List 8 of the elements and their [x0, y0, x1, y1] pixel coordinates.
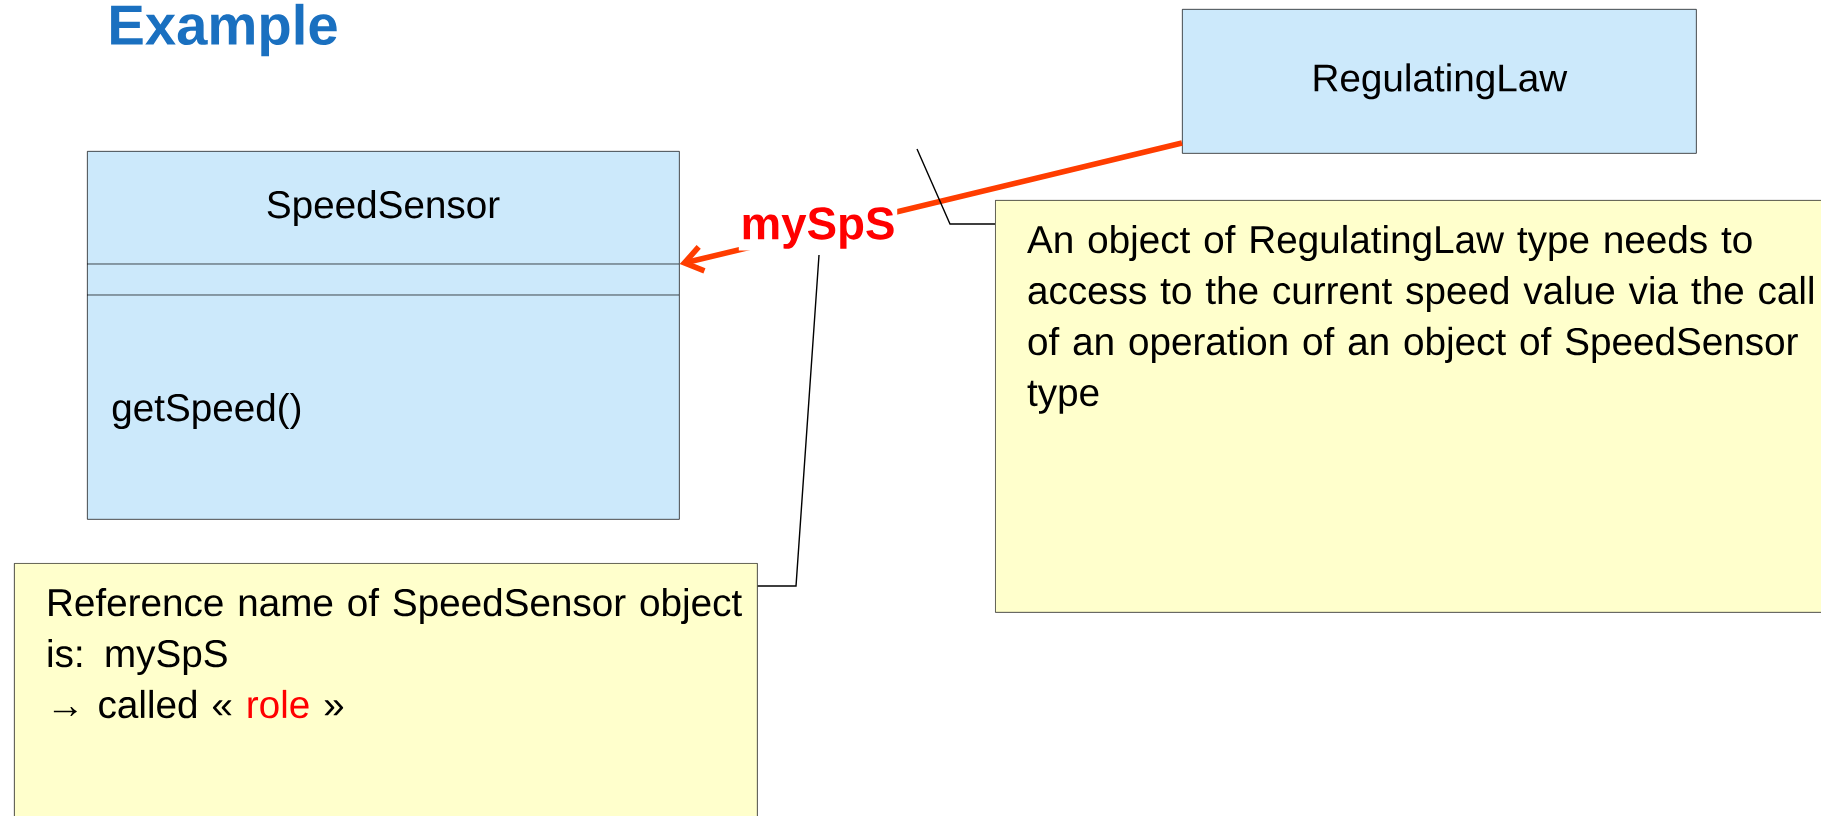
title: Example	[111, 3, 337, 57]
note-box: An object of RegulatingLaw type needs to access to the current speed value via the call of an operation of an object of SpeedSensor type	[995, 200, 1821, 613]
leader-line	[757, 254, 820, 587]
edge-label: mySpS	[738, 205, 898, 251]
leader-line	[916, 148, 996, 225]
class-box: SpeedSensor getSpeed()	[86, 151, 680, 520]
class-box: RegulatingLaw	[1182, 9, 1697, 154]
note-box: Reference name of SpeedSensor object is: mySpS → called « role »	[14, 563, 758, 816]
